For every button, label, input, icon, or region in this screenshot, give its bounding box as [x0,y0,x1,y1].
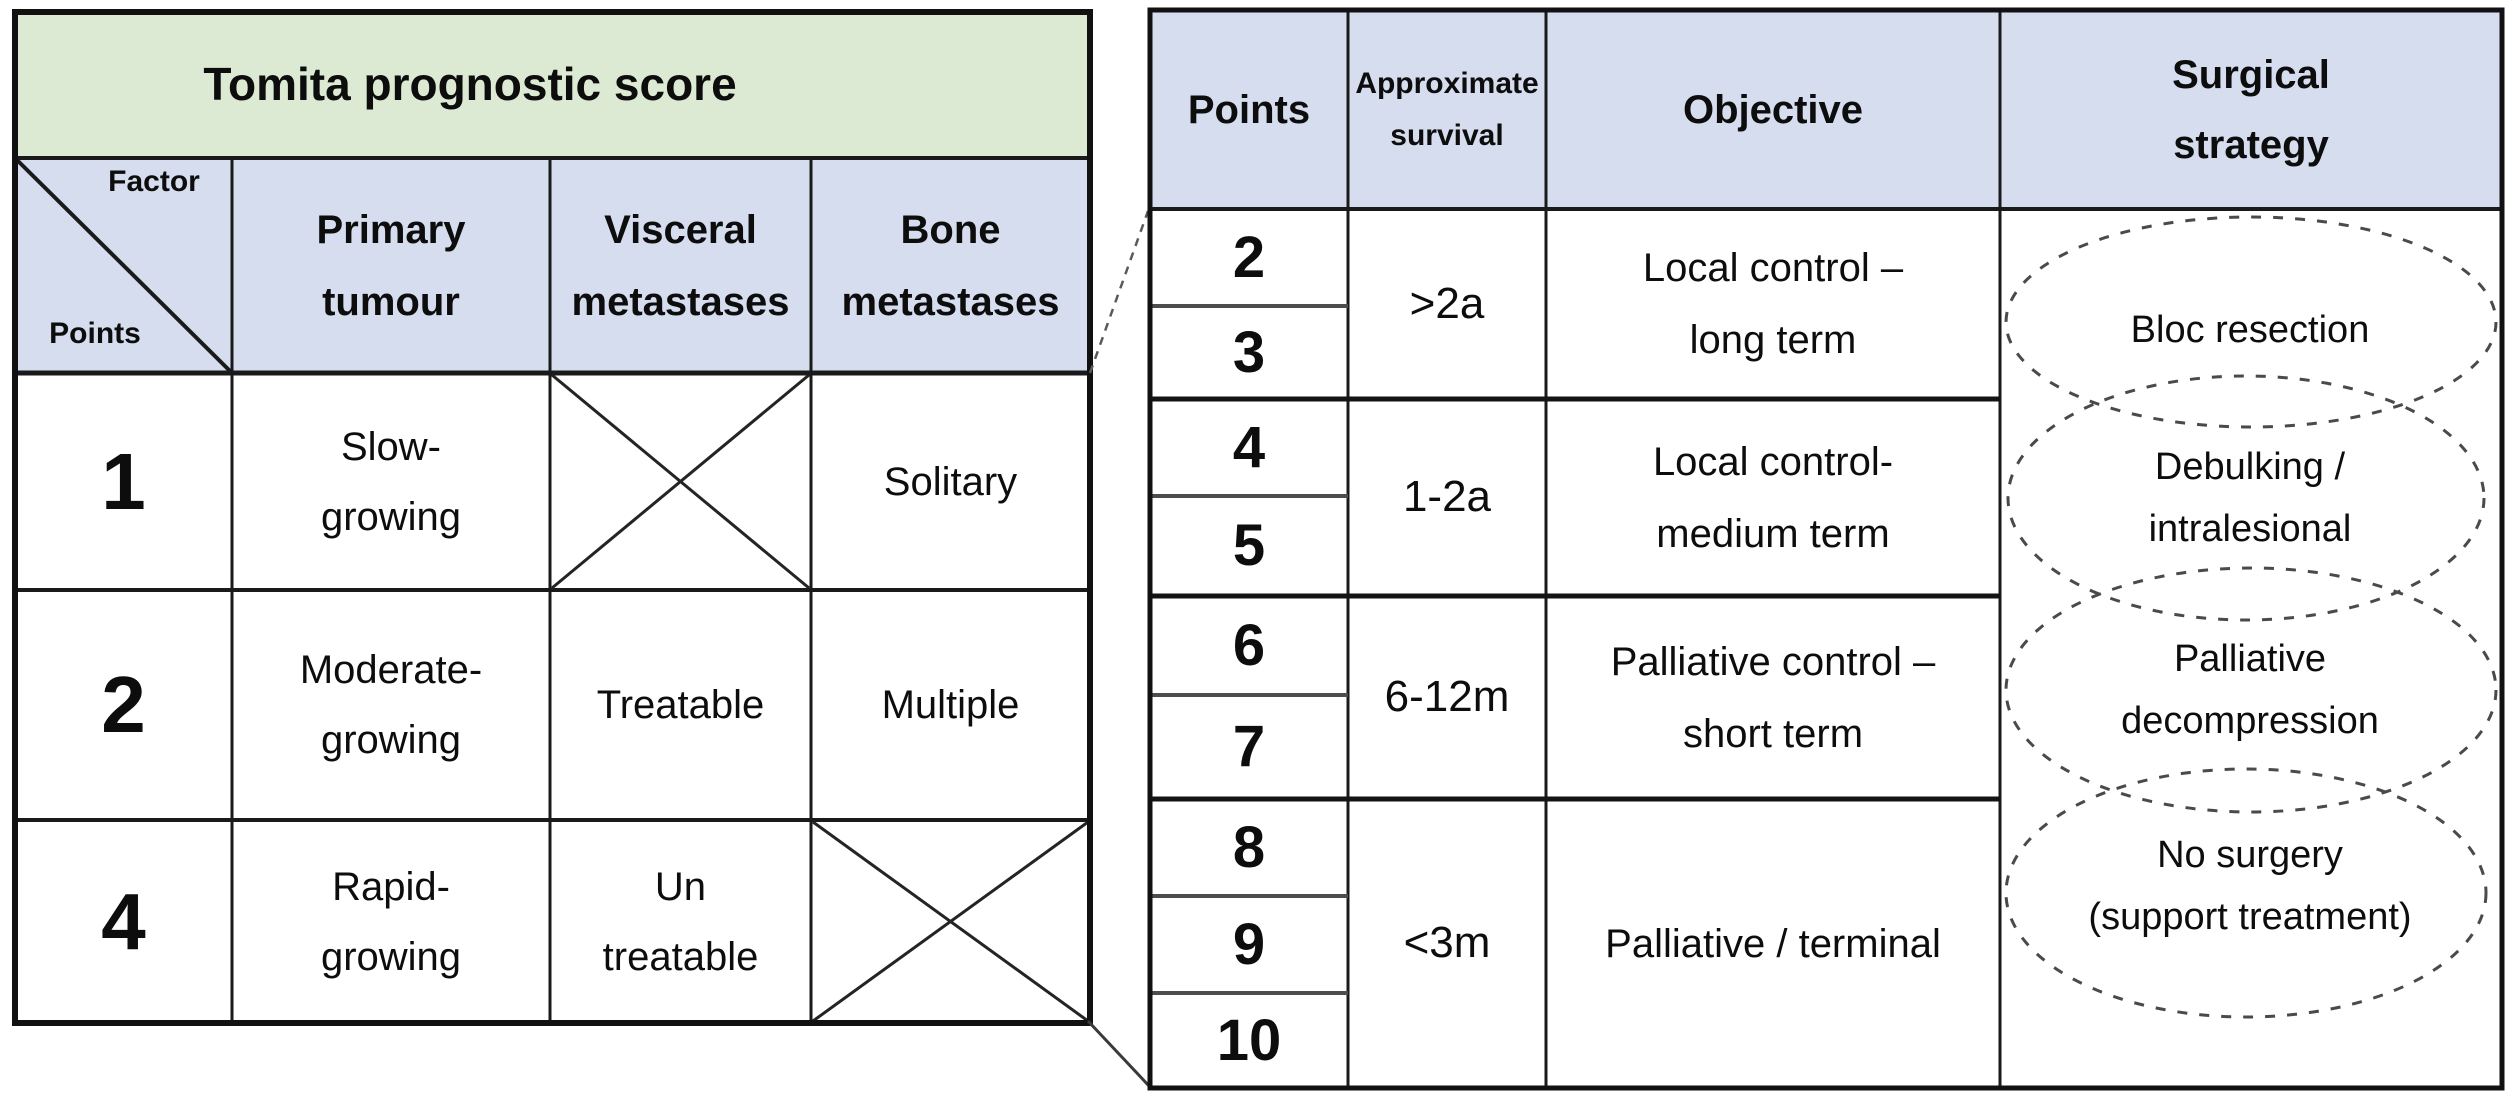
left-row2-points: 2 [101,660,146,749]
objective-group1: Local control – long term [1642,246,1904,362]
right-header-objective: Objective [1682,87,1864,132]
corner-points-label: Points [49,316,141,350]
right-header-points: Points [1187,87,1311,132]
right-header-survival: Approximate survival [1355,66,1539,152]
points-cell-5: 5 [1232,513,1266,579]
points-cell-6: 6 [1232,612,1266,678]
col-header-primary-tumour: Primary tumour [316,207,466,324]
right-header-bg [1150,10,2502,209]
crossed-cell-x-row3 [812,820,1089,1023]
left-row2-visceral: Treatable [596,683,765,727]
strategy-ellipse-bloc-resection [2004,215,2498,429]
survival-group1: >2a [1409,278,1485,328]
points-cell-2: 2 [1232,224,1266,290]
left-row1-primary: Slow- growing [320,424,462,539]
strategy-label-bloc-resection: Bloc resection [2130,309,2370,351]
left-row3-points: 4 [101,876,146,966]
objective-group2: Local control- medium term [1652,439,1894,556]
left-row2-bone: Multiple [881,683,1020,727]
left-row3-primary: Rapid- growing [320,864,462,979]
strategy-ellipse-debulking [2006,374,2486,622]
zoom-connector-bottom [1086,1019,1152,1089]
col-header-visceral-metastases: Visceral metastases [571,207,790,324]
points-cell-3: 3 [1232,319,1266,385]
objective-group3: Palliative control – short term [1610,639,1936,756]
points-cell-10: 10 [1216,1007,1282,1073]
left-row1-bone: Solitary [883,459,1018,504]
zoom-connector-top [1088,210,1150,374]
corner-factor-label: Factor [108,164,200,198]
survival-group4: <3m [1403,918,1491,968]
right-table-border [1147,7,2505,1091]
points-cell-9: 9 [1232,911,1266,977]
points-cell-7: 7 [1232,714,1266,780]
right-header-strategy: Surgical strategy [2172,52,2330,167]
survival-group2: 1-2a [1402,472,1492,522]
strategy-label-debulking: Debulking / intralesional [2148,446,2352,550]
left-title-bg [15,12,1090,158]
left-table-title: Tomita prognostic score [203,58,737,111]
left-row2-primary: Moderate- growing [299,648,483,762]
strategy-ellipse-palliative-decompression [2004,566,2498,814]
survival-group3: 6-12m [1384,672,1510,722]
corner-diagonal [15,158,233,374]
left-table-border [12,9,1093,1026]
left-row1-points: 1 [101,436,146,526]
points-cell-8: 8 [1232,814,1266,880]
strategy-label-no-surgery: No surgery (support treatment) [2088,834,2412,938]
left-row3-visceral: Un treatable [602,864,759,979]
objective-group4: Palliative / terminal [1605,921,1941,966]
points-cell-4: 4 [1232,414,1266,480]
col-header-bone-metastases: Bone metastases [841,207,1060,324]
strategy-label-palliative-decompression: Palliative decompression [2121,638,2379,742]
crossed-cell-x-row1 [551,373,810,590]
strategy-ellipse-no-surgery [2004,767,2488,1019]
